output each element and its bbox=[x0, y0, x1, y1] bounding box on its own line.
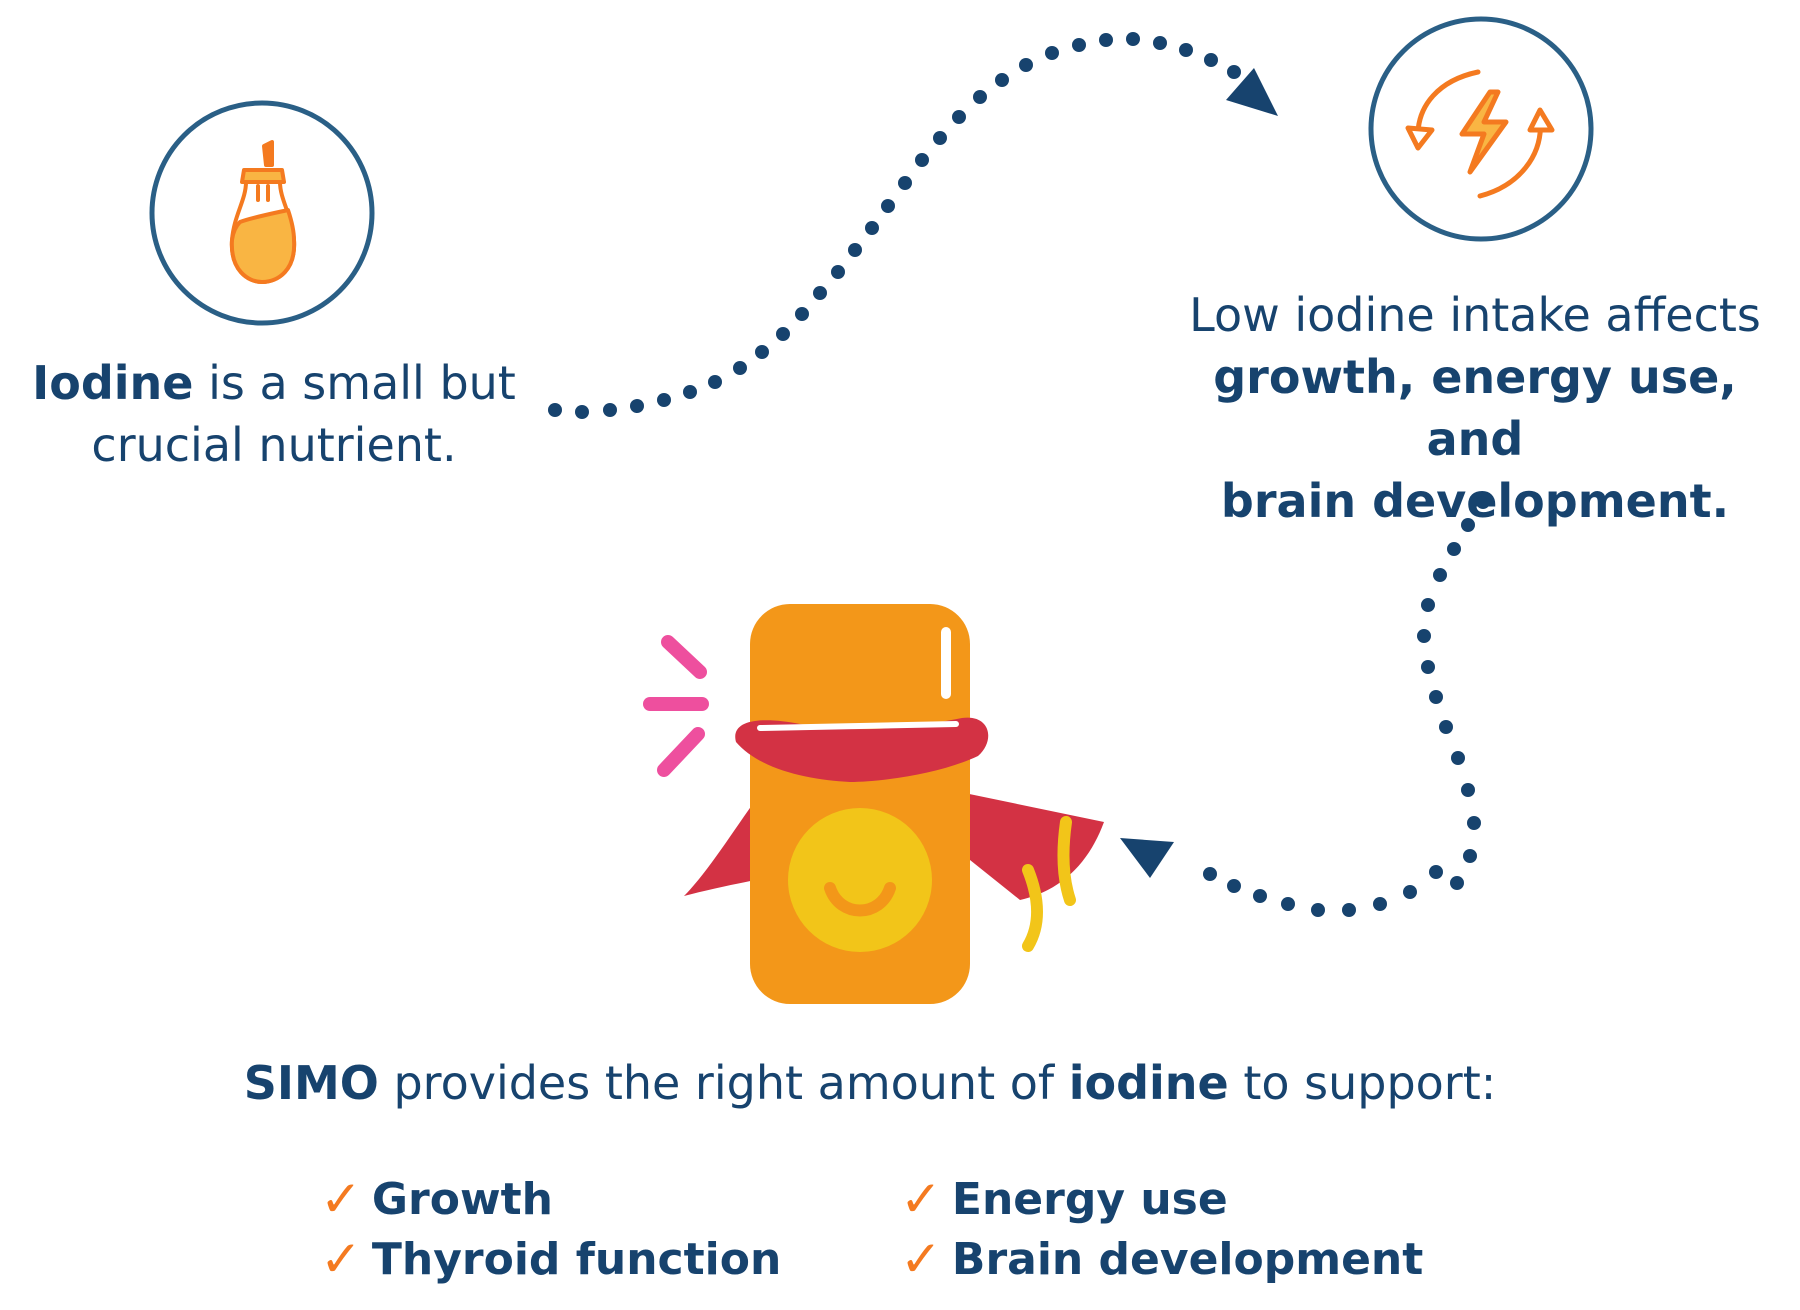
step2-line2: growth, energy use, and bbox=[1213, 350, 1737, 466]
benefit-item: ✓ Energy use bbox=[900, 1170, 1228, 1228]
step3-keyword: iodine bbox=[1068, 1056, 1229, 1110]
benefit-item: ✓ Growth bbox=[320, 1170, 553, 1228]
benefit-label: Energy use bbox=[951, 1173, 1228, 1225]
checkmark-icon: ✓ bbox=[900, 1170, 942, 1228]
smiley-face bbox=[788, 808, 932, 952]
brand-name: SIMO bbox=[243, 1056, 379, 1110]
dotted-connector-bottom bbox=[1203, 495, 1490, 917]
superhero-capsule-mascot bbox=[643, 604, 1104, 1004]
dotted-connector-top bbox=[548, 32, 1241, 419]
step3-text2: to support: bbox=[1228, 1056, 1497, 1110]
step1-keyword: Iodine bbox=[32, 356, 194, 410]
step3-text: SIMO provides the right amount of iodine… bbox=[160, 1052, 1580, 1114]
arrowhead-bottom bbox=[1120, 838, 1174, 878]
step2-text: Low iodine intake affects growth, energy… bbox=[1160, 284, 1790, 532]
checkmark-icon: ✓ bbox=[320, 1170, 362, 1228]
checkmark-icon: ✓ bbox=[320, 1230, 362, 1288]
step2-line1: Low iodine intake affects bbox=[1189, 288, 1761, 342]
benefit-item: ✓ Thyroid function bbox=[320, 1230, 781, 1288]
benefit-item: ✓ Brain development bbox=[900, 1230, 1423, 1288]
icon-circle-left bbox=[149, 100, 375, 326]
sugar-dispenser-icon bbox=[229, 140, 297, 284]
benefit-label: Brain development bbox=[951, 1233, 1424, 1285]
motion-lines bbox=[643, 635, 709, 777]
step1-line1-rest: is a small but bbox=[193, 356, 516, 410]
step2-line3: brain development. bbox=[1220, 474, 1730, 528]
checkmark-icon: ✓ bbox=[900, 1230, 942, 1288]
benefit-label: Growth bbox=[371, 1173, 553, 1225]
benefit-label: Thyroid function bbox=[371, 1233, 782, 1285]
arrowhead-top bbox=[1226, 68, 1278, 116]
icon-circle-right bbox=[1368, 16, 1594, 242]
step1-line2: crucial nutrient. bbox=[91, 418, 457, 472]
energy-cycle-icon bbox=[1405, 69, 1555, 199]
step3-text1: provides the right amount of bbox=[378, 1056, 1069, 1110]
step1-text: Iodine is a small but crucial nutrient. bbox=[14, 352, 534, 476]
